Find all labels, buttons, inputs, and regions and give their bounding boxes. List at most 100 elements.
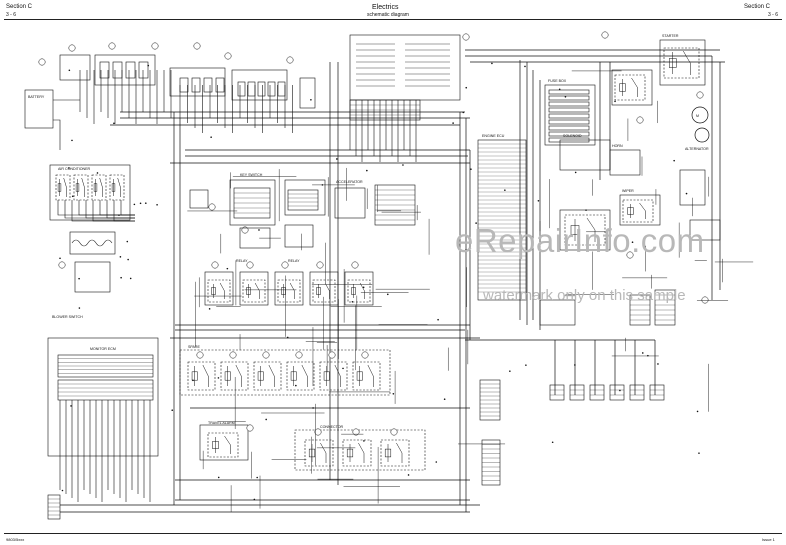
junction-dot (68, 69, 71, 72)
wire (120, 200, 135, 216)
junction-dot (698, 452, 700, 454)
relay-internals (316, 282, 330, 299)
relay-module (277, 279, 301, 303)
air-conditioner-label: AIR CONDITIONER (58, 167, 91, 171)
relay-module (342, 439, 372, 467)
relay-module (220, 361, 249, 391)
junction-dot (351, 300, 354, 303)
junction-dot (470, 168, 472, 170)
relay-module (207, 432, 239, 458)
watermark-note: watermark only on this sample (483, 287, 686, 304)
junction-dot (342, 367, 344, 370)
junction-dot (226, 267, 229, 270)
relay-coil (75, 183, 80, 192)
callout-circle (601, 31, 609, 39)
junction-dot (256, 476, 258, 479)
fuse (112, 61, 123, 79)
relay-coil (323, 371, 330, 381)
blower-coil (71, 239, 113, 247)
junction-dot (551, 441, 554, 444)
callout-circle (208, 203, 216, 211)
connector-block (654, 289, 676, 326)
fuse-slot (548, 125, 590, 131)
accelerator-label: ACCELERATOR (336, 180, 363, 184)
junction-dot (265, 418, 267, 421)
fuse-box-right (544, 84, 596, 146)
footer-doc-ref: 9803/5xxx (6, 537, 25, 542)
callout-circle (108, 42, 116, 50)
relay-contact (117, 177, 121, 188)
junction-dot (685, 192, 688, 195)
callout-circle (295, 351, 303, 359)
relay-module (242, 279, 266, 303)
junction-dot (537, 199, 540, 202)
relay-coil (290, 371, 297, 381)
small-label: RELAY (288, 259, 300, 263)
wiper-label: WIPER (622, 189, 634, 193)
fuse (277, 81, 286, 97)
relay-module (614, 74, 646, 101)
battery-box (24, 89, 54, 129)
page-title: Electrics (372, 4, 399, 11)
callout-circle (38, 58, 46, 66)
relay-coil (224, 371, 231, 381)
relay-housing (344, 271, 374, 306)
wire (113, 200, 135, 222)
header-rule (4, 19, 782, 20)
relay-internals (111, 177, 121, 197)
callout-circle (286, 56, 294, 64)
relay-housing (239, 271, 269, 306)
wire (57, 200, 135, 216)
junction-dot (61, 489, 64, 492)
section-label-left: Section C (6, 4, 33, 10)
junction-dot (144, 202, 147, 204)
junction-dot (524, 65, 526, 68)
fuse (138, 61, 149, 79)
junction-dot (491, 62, 493, 65)
relay-coil (570, 225, 580, 235)
engine-ecu-label: ENGINE ECU (482, 134, 505, 138)
relay-right-4 (689, 219, 721, 241)
relay-module (312, 279, 336, 303)
callout-circle (193, 42, 201, 50)
junction-dot (657, 363, 659, 365)
alternator-label: ALTERNATOR (685, 147, 709, 151)
junction-dot (139, 202, 142, 205)
junction-dot (119, 256, 122, 258)
blower-motor (69, 231, 116, 255)
callout-circle (246, 261, 254, 269)
junction-dot (78, 277, 80, 280)
relay-module (622, 199, 654, 223)
callout-circle (196, 351, 204, 359)
small-label: SPARE (188, 345, 201, 349)
connector-panel (349, 34, 461, 101)
junction-dot (129, 277, 132, 280)
fuse (179, 77, 189, 93)
junction-dot (113, 122, 115, 125)
relay-module (207, 279, 231, 303)
relay-coil (316, 287, 321, 295)
relay-internals (212, 435, 231, 454)
junction-dot (147, 64, 150, 67)
relay-module (73, 174, 89, 201)
relay-coil (93, 183, 98, 192)
relay-internals (191, 364, 209, 387)
page-number-left: 3 - 6 (6, 12, 17, 18)
relay-contact (631, 77, 638, 88)
relay-coil (211, 287, 216, 295)
callout-circle (352, 428, 360, 436)
key-switch-box (229, 179, 276, 226)
callout-circle (246, 424, 254, 432)
monitor-ecm-label: MONITOR ECM (90, 347, 116, 351)
key-switch-label: KEY SWITCH (240, 173, 263, 177)
relay-coil (384, 448, 392, 458)
junction-dot (192, 379, 194, 382)
section-label-right: Section C (744, 4, 771, 10)
junction-dot (68, 167, 70, 169)
relay-internals (75, 177, 85, 197)
throttle-box (189, 189, 209, 209)
connector-block (589, 384, 605, 401)
page-number-right: 3 - 6 (768, 12, 779, 18)
callout-circle (281, 261, 289, 269)
junction-dot (386, 293, 389, 296)
